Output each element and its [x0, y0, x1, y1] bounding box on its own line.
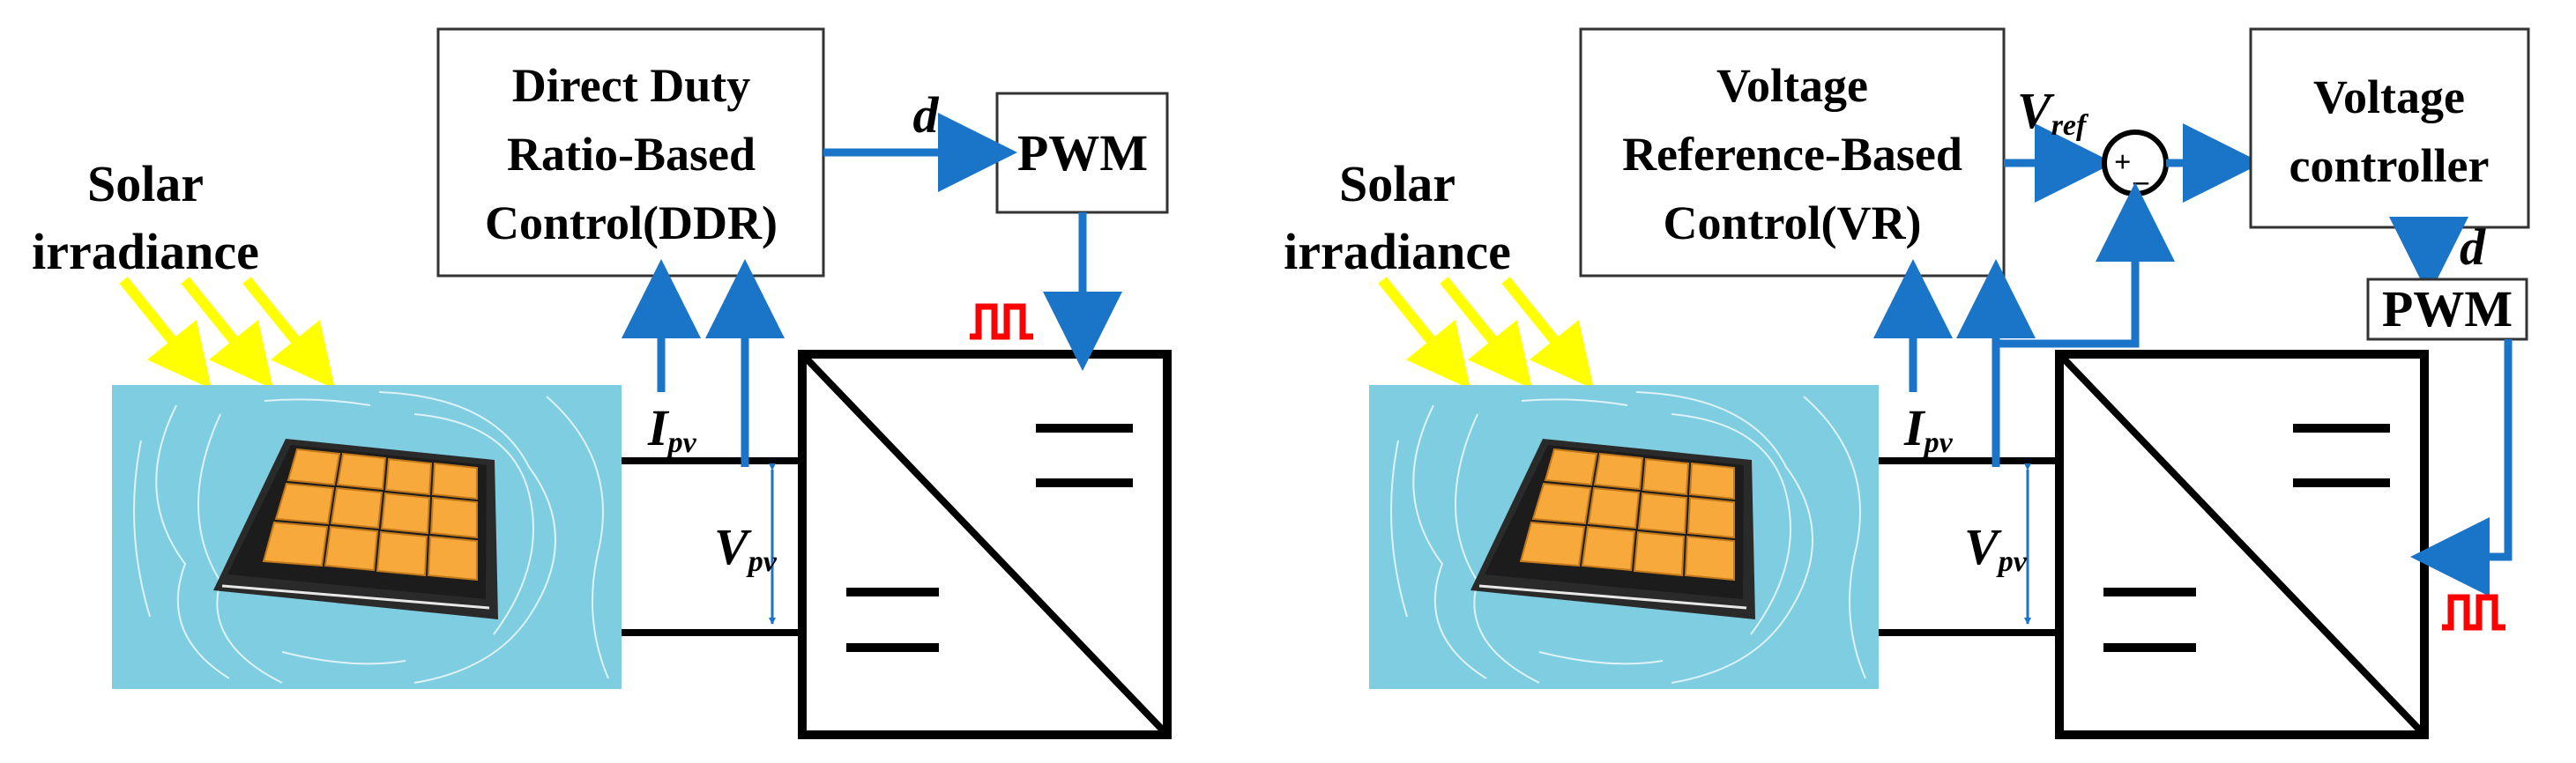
- ddr-box-line2: Ratio-Based: [507, 128, 756, 181]
- right-solar-label-line1: Solar: [1339, 155, 1456, 212]
- right-pwm-label: PWM: [2382, 280, 2513, 337]
- left-solar-label-line2: irradiance: [32, 223, 259, 280]
- right-d-label: d: [2460, 219, 2486, 276]
- voltage-controller-line1: Voltage: [2313, 70, 2465, 123]
- left-solar-label-line1: Solar: [87, 155, 204, 212]
- pulse-train-icon: [970, 303, 1033, 340]
- sum-plus-sign: +: [2114, 146, 2131, 179]
- right-pwm-to-converter-arrow: [2410, 339, 2513, 596]
- right-vpv-label: Vpv: [1964, 518, 2028, 578]
- dc-dc-converter-icon: [2055, 350, 2429, 739]
- left-vpv-label: Vpv: [714, 518, 778, 578]
- solar-panel-icon: [112, 385, 622, 689]
- vr-box-line3: Control(VR): [1664, 196, 1922, 249]
- left-d-label: d: [913, 86, 940, 144]
- vr-control-box: [1579, 27, 2006, 278]
- left-diagram: Solar irradiance: [32, 27, 1172, 739]
- pulse-train-icon: [2442, 594, 2505, 631]
- left-ipv-label: Ipv: [647, 399, 697, 459]
- vr-box-line2: Reference-Based: [1622, 128, 1962, 181]
- vref-label: Vref: [2017, 82, 2089, 142]
- solar-panel-icon: [1369, 385, 1879, 689]
- sun-ray-icon: [1378, 277, 1595, 389]
- ddr-box-line3: Control(DDR): [485, 196, 778, 249]
- sum-minus-sign: _: [2133, 155, 2149, 188]
- vr-box-line1: Voltage: [1716, 59, 1868, 112]
- right-pwm-box: [2366, 278, 2528, 341]
- right-solar-label-line2: irradiance: [1284, 223, 1511, 280]
- vpv-feedback-arrow: [1996, 182, 2175, 348]
- summing-junction-icon: + _: [2102, 130, 2169, 196]
- voltage-controller-box: [2249, 27, 2530, 229]
- dc-dc-converter-icon: [798, 350, 1172, 739]
- sun-ray-icon: [119, 277, 336, 389]
- right-ipv-label: Ipv: [1903, 399, 1954, 459]
- voltage-controller-line2: controller: [2289, 139, 2490, 192]
- ddr-box-line1: Direct Duty: [512, 59, 750, 112]
- left-pwm-label: PWM: [1017, 124, 1148, 181]
- right-diagram: Solar irradiance: [1284, 27, 2530, 739]
